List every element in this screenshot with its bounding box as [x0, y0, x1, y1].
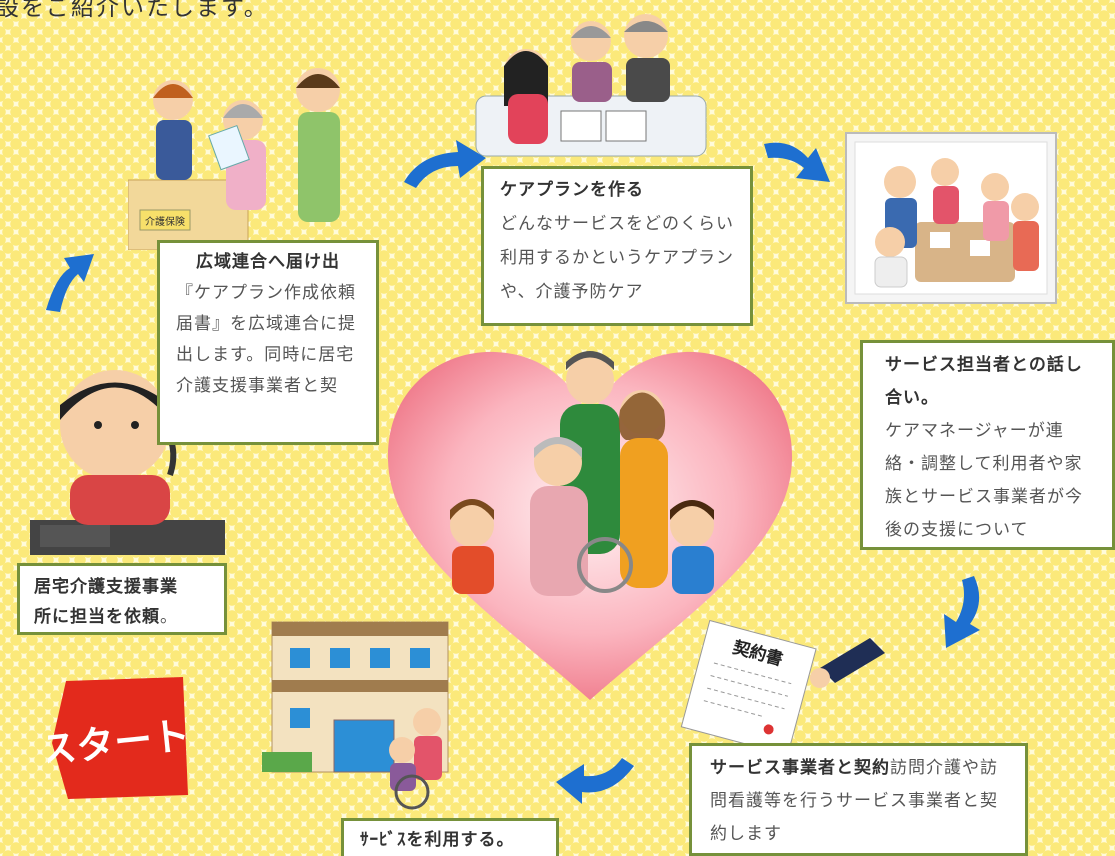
- step-careplan-body: どんなサービスをどのくらい利用するかというケアプランや、介護予防ケア: [500, 214, 734, 302]
- arrow-to-use-icon: [556, 758, 634, 804]
- step-use-title: ｻｰﾋﾞｽを利用する。: [360, 830, 515, 850]
- phone-person-illustration: [30, 370, 225, 555]
- family-group: [450, 351, 714, 596]
- step-careplan-box: ケアプランを作る どんなサービスをどのくらい利用するかというケアプランや、介護予…: [481, 166, 753, 326]
- heart-family-illustration: [387, 351, 793, 700]
- step-request-title: 居宅介護支援事業: [34, 577, 178, 597]
- arrow-to-notify-icon: [46, 254, 94, 312]
- step-notify-box: 広域連合へ届け出 『ケアプラン作成依頼届書』を広域連合に提出します。同時に居宅介…: [157, 240, 379, 445]
- start-sign: スタート!: [48, 677, 193, 799]
- step-request-box: 居宅介護支援事業 所に担当を依頼。: [17, 563, 227, 635]
- step-careplan-title: ケアプランを作る: [500, 180, 644, 200]
- meeting-illustration: [845, 132, 1057, 304]
- counter-sign: 介護保険: [145, 215, 185, 228]
- step-use-box: ｻｰﾋﾞｽを利用する。: [341, 818, 559, 856]
- step-notify-body: 『ケアプラン作成依頼届書』を広域連合に提出します。同時に居宅介護支援事業者と契: [176, 283, 356, 396]
- step-meeting-box: サービス担当者との話し合い。 ケアマネージャーが連絡・調整して利用者や家族とサー…: [860, 340, 1115, 550]
- step-notify-title: 広域連合へ届け出: [196, 252, 340, 272]
- step-meeting-body: ケアマネージャーが連絡・調整して利用者や家族とサービス事業者が今後の支援について: [885, 421, 1083, 540]
- arrow-to-careplan-icon: [404, 140, 486, 188]
- step-contract-box: サービス事業者と契約訪問介護や訪問看護等を行うサービス事業者と契約します: [689, 743, 1028, 856]
- arrow-to-contract-icon: [944, 576, 980, 648]
- step-meeting-title: サービス担当者との話し合い。: [885, 355, 1083, 408]
- careplan-illustration: [475, 14, 707, 157]
- step-request-tail: 。: [160, 607, 178, 627]
- counter-illustration: 介護保険: [128, 68, 340, 250]
- step-contract-body: 訪問介護や訪問看護等を行うサービス事業者と契約します: [710, 758, 998, 844]
- facility-illustration: [262, 621, 449, 810]
- intro-text: 設をご紹介いたします。: [0, 0, 269, 21]
- step-contract-title: サービス事業者と契約: [710, 758, 890, 778]
- step-request-body: 所に担当を依頼: [34, 607, 160, 627]
- arrow-to-meeting-icon: [764, 142, 830, 182]
- contract-illustration: 契約書: [680, 619, 885, 748]
